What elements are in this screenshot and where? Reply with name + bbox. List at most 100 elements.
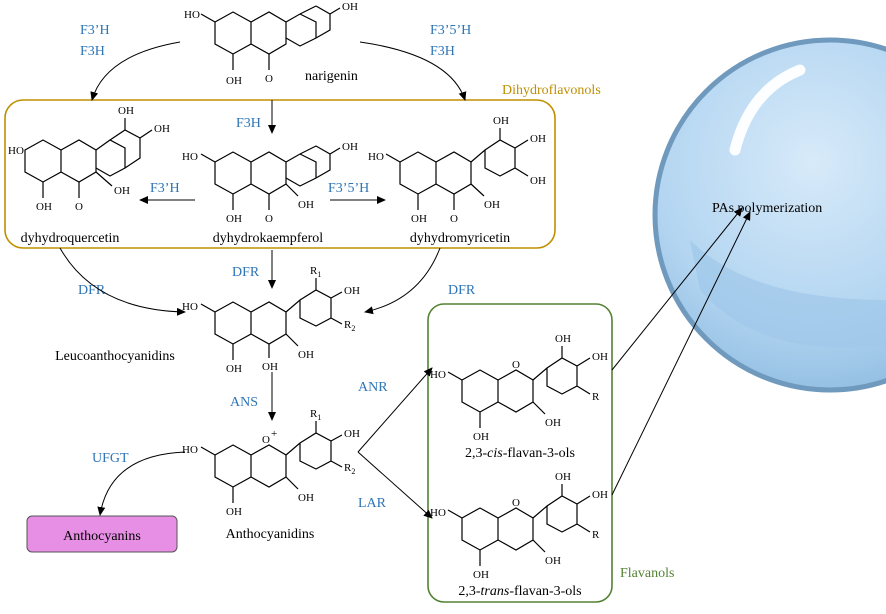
cis-r: R bbox=[592, 391, 600, 403]
arrow-to-dihydroflavonols-right bbox=[359, 41, 467, 101]
structure-trans-flavan-3-ol bbox=[447, 484, 591, 566]
compound-cis-flavan-3-ols: 2,3-cis-flavan-3-ols bbox=[465, 446, 575, 461]
dyhydrokaempferol-oh-bottom: OH bbox=[226, 213, 242, 225]
dyhydrokaempferol-oh-3: OH bbox=[298, 199, 314, 211]
structure-leucoanthocyanidin bbox=[200, 278, 343, 360]
leuco-oh-4: OH bbox=[262, 361, 278, 373]
dihydroflavonols-box bbox=[4, 99, 556, 249]
trans-oh-3: OH bbox=[545, 555, 561, 567]
leuco-r1-letter: R bbox=[310, 265, 318, 277]
cis-suffix: -flavan-3-ols bbox=[503, 446, 575, 461]
dyhydromyricetin-oh-bottom: OH bbox=[411, 213, 427, 225]
narigenin-oh-bottom: OH bbox=[226, 75, 242, 87]
antho-o: O bbox=[262, 434, 270, 446]
dyhydromyricetin-ho: HO bbox=[368, 151, 384, 163]
arrow-dfr-right bbox=[364, 247, 441, 315]
cis-ho: HO bbox=[430, 369, 446, 381]
trans-oh-top: OH bbox=[555, 471, 571, 483]
enzyme-f3h-right: F3H bbox=[430, 44, 455, 59]
antho-r2: R2 bbox=[344, 462, 355, 476]
structure-cis-flavan-3-ol bbox=[447, 346, 591, 428]
dyhydroquercetin-oh-3prime: OH bbox=[118, 105, 134, 117]
compound-anthocyanidins: Anthocyanidins bbox=[226, 527, 315, 542]
cis-o: O bbox=[512, 359, 520, 371]
enzyme-ans: ANS bbox=[230, 395, 258, 410]
leuco-oh-bottom: OH bbox=[226, 363, 242, 375]
antho-oh-bottom: OH bbox=[226, 506, 242, 518]
cis-oh-top: OH bbox=[555, 333, 571, 345]
compound-dyhydromyricetin: dyhydromyricetin bbox=[410, 231, 510, 246]
compound-dyhydroquercetin: dyhydroquercetin bbox=[21, 231, 120, 246]
narigenin-ho: HO bbox=[184, 9, 200, 21]
antho-r1-sub: 1 bbox=[317, 413, 321, 422]
dyhydroquercetin-ho: HO bbox=[8, 145, 24, 157]
trans-oh-bottom: OH bbox=[473, 569, 489, 581]
dyhydromyricetin-oh-3: OH bbox=[484, 199, 500, 211]
dyhydromyricetin-oh-top: OH bbox=[493, 115, 509, 127]
dyhydroquercetin-oh-3: OH bbox=[114, 185, 130, 197]
trans-suffix: -flavan-3-ols bbox=[509, 584, 581, 599]
enzyme-anr: ANR bbox=[358, 380, 388, 395]
leuco-r1: R1 bbox=[310, 265, 321, 279]
dyhydroquercetin-o: O bbox=[75, 201, 83, 213]
antho-r2-sub: 2 bbox=[351, 467, 355, 476]
arrow-cis-to-polymerization bbox=[611, 207, 743, 371]
antho-oh-4prime: OH bbox=[344, 428, 360, 440]
enzyme-f3h-prime-mid: F3’H bbox=[150, 181, 180, 196]
antho-ho: HO bbox=[182, 444, 198, 456]
cis-prefix: 2,3- bbox=[465, 446, 488, 461]
narigenin-oh-top: OH bbox=[342, 1, 358, 13]
structure-dyhydrokaempferol bbox=[200, 145, 341, 210]
trans-r: R bbox=[592, 529, 600, 541]
antho-r1: R1 bbox=[310, 408, 321, 422]
compound-leucoanthocyanidins: Leucoanthocyanidins bbox=[55, 349, 175, 364]
dyhydrokaempferol-oh-4prime: OH bbox=[342, 141, 358, 153]
trans-prefix: 2,3- bbox=[458, 584, 481, 599]
leuco-ho: HO bbox=[182, 301, 198, 313]
cis-oh-3: OH bbox=[545, 417, 561, 429]
enzyme-dfr-right: DFR bbox=[448, 283, 476, 298]
enzyme-f3h-prime-left: F3’H bbox=[80, 23, 110, 38]
anthocyanins-box bbox=[26, 515, 178, 553]
antho-plus: + bbox=[271, 428, 277, 440]
enzyme-dfr-center: DFR bbox=[232, 265, 260, 280]
cis-oh-bottom: OH bbox=[473, 431, 489, 443]
dyhydromyricetin-oh-right: OH bbox=[530, 133, 546, 145]
flavanols-label: Flavanols bbox=[620, 566, 674, 581]
structure-dyhydromyricetin bbox=[385, 128, 529, 210]
trans-ho: HO bbox=[430, 507, 446, 519]
pas-sphere bbox=[652, 37, 886, 393]
antho-oh-3: OH bbox=[298, 492, 314, 504]
leuco-oh-3: OH bbox=[298, 349, 314, 361]
dyhydromyricetin-oh-lower: OH bbox=[530, 175, 546, 187]
enzyme-lar: LAR bbox=[358, 496, 387, 511]
compound-dyhydrokaempferol: dyhydrokaempferol bbox=[213, 231, 324, 246]
dyhydroquercetin-oh-4prime: OH bbox=[154, 123, 170, 135]
enzyme-f3h-left: F3H bbox=[80, 44, 105, 59]
leuco-r2-sub: 2 bbox=[351, 324, 355, 333]
antho-r2-letter: R bbox=[344, 462, 352, 474]
structure-anthocyanidin bbox=[200, 421, 343, 503]
enzyme-f35h-mid: F3’5’H bbox=[328, 181, 369, 196]
leuco-r2: R2 bbox=[344, 319, 355, 333]
trans-oh-right: OH bbox=[592, 489, 608, 501]
compound-trans-flavan-3-ols: 2,3-trans-flavan-3-ols bbox=[458, 584, 581, 599]
enzyme-ufgt: UFGT bbox=[92, 451, 129, 466]
compound-narigenin: narigenin bbox=[305, 69, 358, 84]
arrow-lar bbox=[357, 451, 433, 519]
pathway-arrows bbox=[59, 41, 751, 519]
leuco-oh-4prime: OH bbox=[344, 285, 360, 297]
enzyme-f35h-right: F3’5’H bbox=[430, 23, 471, 38]
leuco-r1-sub: 1 bbox=[317, 270, 321, 279]
anthocyanins-label: Anthocyanins bbox=[63, 529, 141, 544]
arrow-dfr-left bbox=[59, 247, 186, 316]
structure-narigenin bbox=[200, 5, 341, 70]
dyhydrokaempferol-o: O bbox=[265, 213, 273, 225]
enzyme-f3h-center: F3H bbox=[236, 116, 261, 131]
dihydroflavonols-label: Dihydroflavonols bbox=[502, 83, 601, 98]
arrow-to-dihydroflavonols-left bbox=[90, 41, 181, 101]
pas-polymerization-label: PAs polymerization bbox=[712, 201, 822, 216]
arrow-ufgt bbox=[97, 451, 186, 516]
